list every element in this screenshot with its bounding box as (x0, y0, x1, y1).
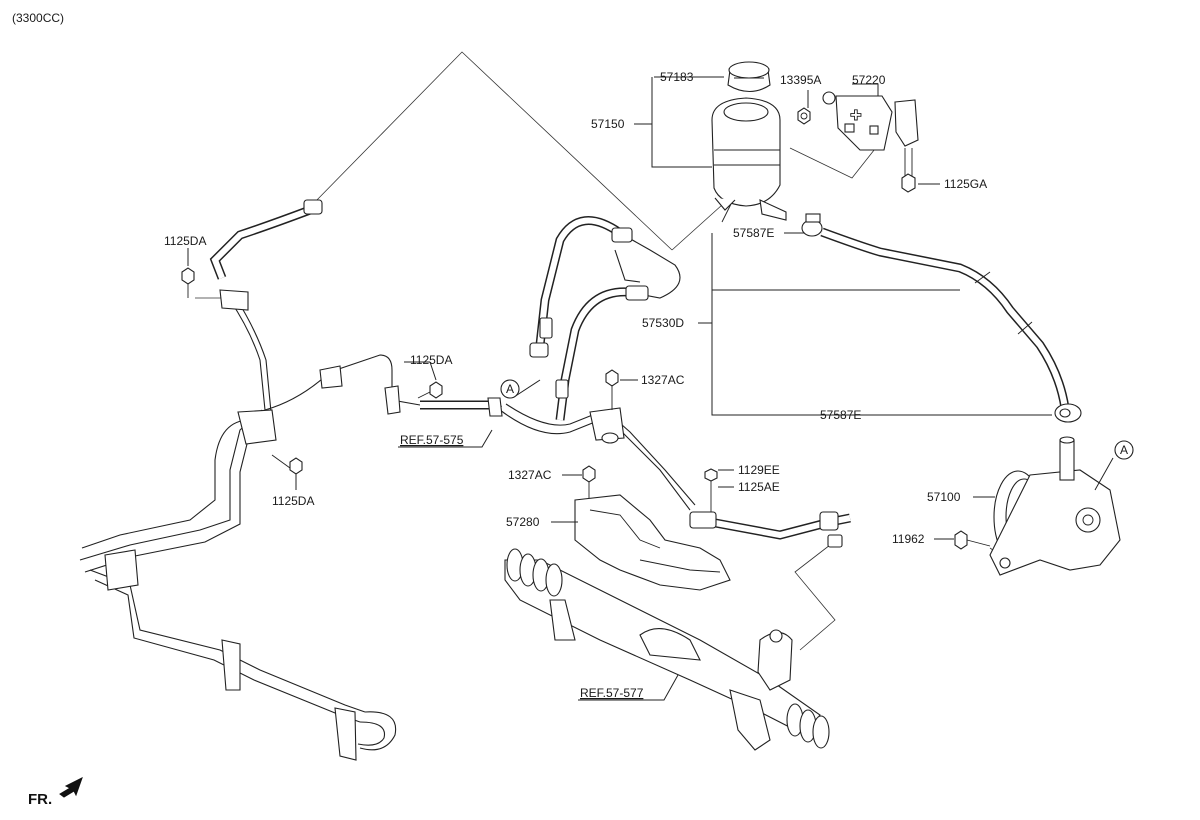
cooler-lines-left (79, 199, 421, 761)
label-57587e-bottom: 57587E (820, 408, 861, 422)
reservoir-cap (727, 61, 771, 93)
nut-13395a (797, 107, 811, 125)
label-11962: 11962 (892, 532, 925, 546)
label-1125ga: 1125GA (944, 177, 987, 191)
power-steering-pump (989, 436, 1121, 576)
bolt-11962 (954, 530, 991, 550)
ref-57-575[interactable]: REF.57-575 (400, 433, 464, 447)
label-57150: 57150 (591, 117, 625, 131)
nut-1327ac-top (605, 369, 619, 410)
return-hose-57530d (820, 227, 1070, 409)
label-57183: 57183 (660, 70, 694, 84)
label-57530d: 57530D (642, 316, 684, 330)
svg-text:A: A (1120, 443, 1128, 457)
leader-lines (187, 76, 1114, 701)
hose-clamp-bottom (1054, 403, 1082, 423)
label-57100: 57100 (927, 490, 961, 504)
svg-text:✚: ✚ (850, 109, 862, 124)
pressure-line-to-gear (689, 511, 851, 548)
label-57587e-top: 57587E (733, 226, 774, 240)
label-1125ae: 1125AE (738, 480, 780, 494)
label-13395a: 13395A (780, 73, 821, 87)
heat-shield-57280 (574, 494, 731, 591)
steering-gear-box (504, 548, 830, 751)
nut-1327ac-low (582, 465, 596, 498)
bolt-1125da-low (271, 454, 303, 475)
label-1125da-top: 1125DA (164, 234, 206, 248)
supply-hoses-center (529, 216, 681, 421)
engine-variant-label: (3300CC) (12, 11, 64, 25)
cooler-to-gear-hose (420, 397, 696, 511)
bolt-1125da-mid (417, 381, 443, 399)
label-1327ac-low: 1327AC (508, 468, 552, 482)
label-57220: 57220 (852, 73, 886, 87)
fr-label: FR. (28, 791, 52, 808)
bolt-1129ee (704, 468, 718, 512)
label-1327ac-top: 1327AC (641, 373, 685, 387)
label-1129ee: 1129EE (738, 463, 780, 477)
hose-clamp-top (801, 213, 823, 237)
label-1125da-mid: 1125DA (410, 353, 452, 367)
ref-57-577[interactable]: REF.57-577 (580, 686, 644, 700)
reservoir-bracket: ✚ (822, 91, 919, 151)
bolt-1125ga (901, 148, 916, 193)
bolt-1125da-top (181, 267, 195, 298)
reservoir-tank (711, 97, 787, 223)
marker-a-right: A (1114, 440, 1134, 460)
label-1125da-low: 1125DA (272, 494, 314, 508)
marker-a-left: A (500, 379, 520, 399)
label-57280: 57280 (506, 515, 540, 529)
front-arrow-icon (59, 776, 83, 798)
svg-text:A: A (506, 382, 514, 396)
front-direction-indicator: FR. (28, 776, 83, 808)
